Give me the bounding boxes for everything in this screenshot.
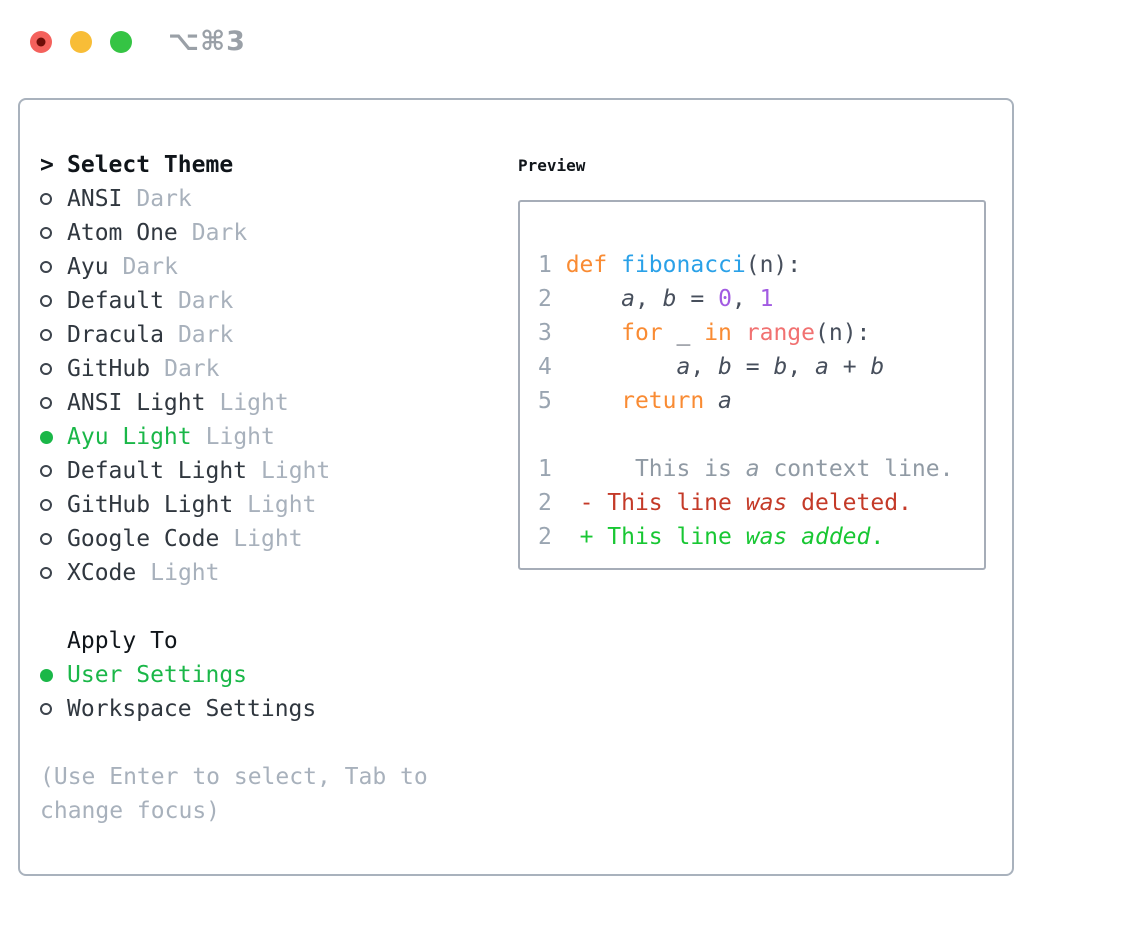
theme-variant-tag: Light [233,526,303,552]
radio-unselected-icon [40,397,67,409]
theme-option-label: GitHub [67,356,151,382]
theme-variant-tag: Dark [191,220,248,246]
radio-selected-icon [40,668,67,682]
theme-variant-tag: Light [219,390,289,416]
theme-option-label: Ayu [67,254,109,280]
theme-option-github-light[interactable]: GitHub Light Light [40,488,518,522]
select-theme-title: Select Theme [67,152,234,178]
preview-code-line: 5 return a [538,388,732,414]
radio-unselected-icon [40,261,67,273]
theme-variant-tag: Light [261,458,331,484]
theme-option-xcode[interactable]: XCode Light [40,556,518,590]
hint-line-1: (Use Enter to select, Tab to [40,764,428,790]
apply-to-option-label: User Settings [67,662,248,688]
radio-unselected-icon [40,295,67,307]
cursor-chevron-icon: > [40,152,54,178]
theme-option-dracula[interactable]: Dracula Dark [40,318,518,352]
radio-unselected-icon [40,193,67,205]
theme-option-default[interactable]: Default Dark [40,284,518,318]
radio-unselected-icon [40,465,67,477]
theme-variant-tag: Light [247,492,317,518]
theme-variant-tag: Dark [136,186,192,212]
theme-option-ayu-light[interactable]: Ayu Light Light [40,420,518,454]
theme-option-default-light[interactable]: Default Light Light [40,454,518,488]
theme-variant-tag: Dark [122,254,178,280]
preview-code-line: 4 a, b = b, a + b [538,354,885,380]
theme-option-label: Default Light [67,458,248,484]
hint-line-2: change focus) [40,798,221,824]
theme-option-label: ANSI [67,186,123,212]
apply-to-option-user-settings[interactable]: User Settings [40,658,518,692]
minimize-button[interactable] [70,30,92,53]
theme-variant-tag: Light [150,560,220,586]
radio-unselected-icon [40,703,67,715]
theme-option-label: Atom One [67,220,178,246]
radio-unselected-icon [40,363,67,375]
preview-header: Preview [518,148,988,182]
radio-unselected-icon [40,329,67,341]
theme-option-ayu[interactable]: Ayu Dark [40,250,518,284]
preview-section: Preview 1 def fibonacci(n): 2 a, b = 0, 1… [518,148,988,874]
preview-code-line: 2 + This line was added. [538,524,885,550]
theme-variant-tag: Light [205,424,275,450]
preview-code-line: 3 for _ in range(n): [538,320,871,346]
radio-unselected-icon [40,533,67,545]
theme-option-atom-one[interactable]: Atom One Dark [40,216,518,250]
spacer-row [40,726,518,760]
preview-title: Preview [518,155,586,175]
zoom-button[interactable] [110,30,132,53]
theme-variant-tag: Dark [164,356,220,382]
theme-option-label: Default [67,288,164,314]
titlebar: ⌥⌘3 [30,26,246,57]
radio-unselected-icon [40,227,67,239]
theme-option-label: XCode [67,560,137,586]
preview-code-line: 1 This is a context line. [538,456,954,482]
radio-unselected-icon [40,499,67,511]
preview-code-line [538,418,984,452]
select-theme-header: > Select Theme [40,148,518,182]
theme-option-ansi-light[interactable]: ANSI Light Light [40,386,518,420]
apply-to-option-label: Workspace Settings [67,696,317,722]
theme-option-label: Ayu Light [67,424,192,450]
preview-code-line: 2 - This line was deleted. [538,490,912,516]
apply-to-title: Apply To [67,628,178,654]
theme-option-label: Dracula [67,322,164,348]
radio-unselected-icon [40,567,67,579]
spacer-row [40,590,518,624]
preview-code-line: 1 def fibonacci(n): [538,252,802,278]
theme-option-label: Google Code [67,526,220,552]
theme-option-label: ANSI Light [67,390,206,416]
preview-code-line: 2 a, b = 0, 1 [538,286,774,312]
preview-pane: 1 def fibonacci(n): 2 a, b = 0, 1 3 for _ … [518,200,986,570]
theme-option-label: GitHub Light [67,492,234,518]
theme-variant-tag: Dark [177,288,234,314]
radio-selected-icon [40,430,67,444]
theme-option-github[interactable]: GitHub Dark [40,352,518,386]
theme-variant-tag: Dark [177,322,234,348]
theme-option-google-code[interactable]: Google Code Light [40,522,518,556]
apply-to-option-workspace-settings[interactable]: Workspace Settings [40,692,518,726]
close-button[interactable] [30,30,52,53]
window-shortcut-label: ⌥⌘3 [168,26,246,57]
theme-option-ansi[interactable]: ANSI Dark [40,182,518,216]
apply-to-header: Apply To [40,624,518,658]
